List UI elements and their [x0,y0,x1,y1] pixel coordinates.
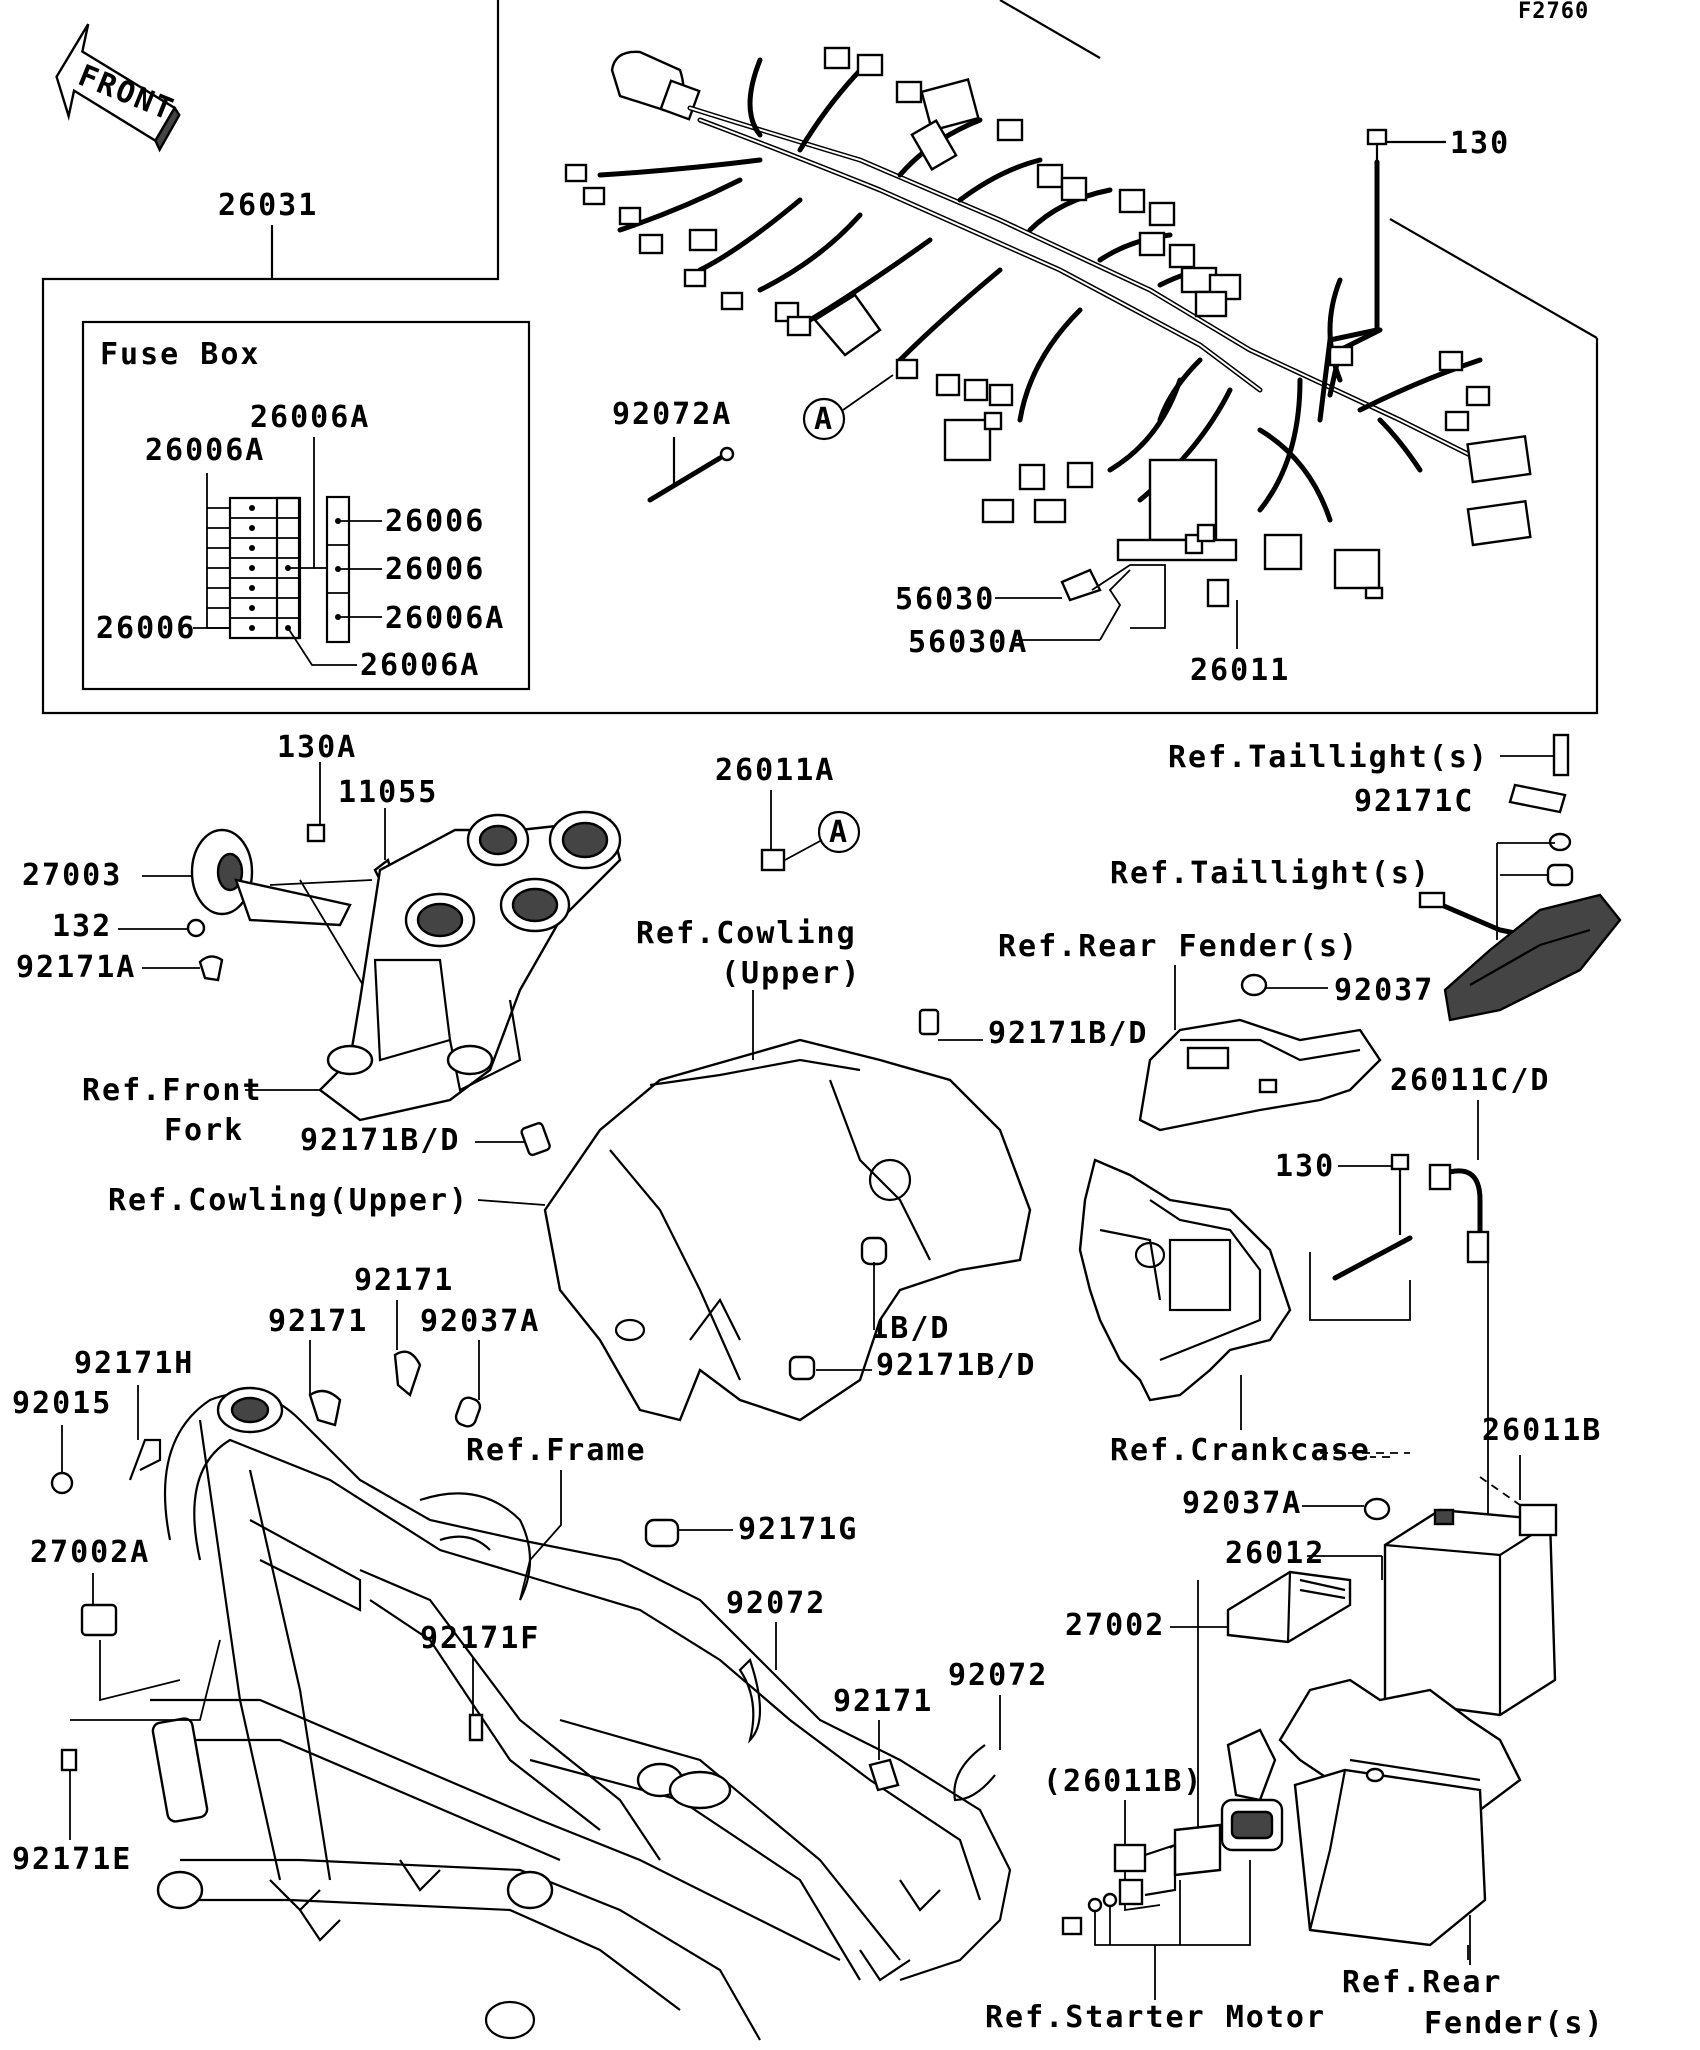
part-27003-label: 27003 [22,858,122,893]
ref-front-fork-label-2: Fork [164,1113,244,1148]
figure-code: F2760 [1518,0,1589,24]
part-11055-label: 11055 [338,775,438,810]
ref-rear-fender-top-label: Ref.Rear Fender(s) [998,929,1359,964]
part-26011B-label: 26011B [1482,1413,1602,1448]
marker-a-mid: A [817,810,861,854]
part-132-label: 132 [52,909,112,944]
frame-assembly [150,1386,1012,2041]
ref-rear-fender-bottom-label-2: Fender(s) [1424,2006,1605,2041]
fuse-26006A-label-1: 26006A [250,400,370,435]
fuse-26006A-label-bottom: 26006A [360,648,480,683]
part-92171-label-a: 92171 [354,1263,454,1298]
part-26011-label: 26011 [1190,653,1290,688]
fuse-26006A-label-2: 26006A [145,433,265,468]
part-130-top-label: 130 [1450,126,1510,161]
part-92015-label: 92015 [12,1386,112,1421]
ref-crankcase-label: Ref.Crankcase [1110,1433,1371,1468]
part-26012-label: 26012 [1225,1536,1325,1571]
part-92072-label-b: 92072 [948,1658,1048,1693]
svg-text:A: A [829,815,849,850]
leaders-fuse-relay [995,564,1238,649]
fuse-box-panel: Fuse Box [81,320,531,691]
part-92171G-label: 92171G [738,1512,858,1547]
part-130A-label: 130A [277,730,357,765]
part-92171F-label: 92171F [420,1621,540,1656]
bolt-130-top [1317,128,1446,423]
battery-tray [1226,1678,1522,1960]
part-92171A-label: 92171A [16,950,136,985]
ref-frame-label: Ref.Frame [466,1433,647,1468]
part-26011B-paren-label: (26011B) [1043,1764,1204,1799]
part-92171E-label: 92171E [12,1842,132,1877]
fuse-26006-label-r2: 26006 [385,552,485,587]
part-92072A-clip [647,437,735,503]
frame-leaders [61,1300,1001,1840]
horn-assembly [186,823,394,982]
ref-rear-fender-bottom-label-1: Ref.Rear [1342,1965,1503,2000]
ref-front-fork-label-1: Ref.Front [82,1073,263,1108]
crankcase-cover [1078,1158,1292,1402]
part-26011CD-label: 26011C/D [1390,1063,1551,1098]
part-92171-label-b: 92171 [268,1304,368,1339]
bolt-130-mid [1309,1100,1490,1515]
part-26011A [760,790,823,872]
part-92072-label-a: 92072 [726,1586,826,1621]
part-26011A-label: 26011A [715,753,835,788]
fuse-26006-label-left: 26006 [96,611,196,646]
horn-leaders [118,762,386,1091]
part-27002-label: 27002 [1065,1608,1165,1643]
fuse-26006-label-r1: 26006 [385,504,485,539]
part-92171H-label: 92171H [74,1346,194,1381]
taillight-assembly [1418,733,1622,1022]
battery [1383,1508,1557,1717]
part-92171-label-c: 92171 [833,1684,933,1719]
ref-starter-motor-label: Ref.Starter Motor [985,2000,1326,2035]
part-56030-label: 56030 [895,582,995,617]
ecu-27002 [1226,1570,1352,1644]
part-92037A-right [1302,1452,1410,1521]
ref-cowling-upper-label-1: Ref.Cowling [636,916,857,951]
frame-small-parts [50,1350,996,1802]
starter-leaders [1094,1860,1471,2000]
ref-cowling-upper-left-label: Ref.Cowling(Upper) [108,1183,469,1218]
part-92072A-label: 92072A [612,397,732,432]
part-130-mid-label: 130 [1275,1149,1335,1184]
part-26011B-connector [1479,1455,1558,1537]
marker-a-top: A [802,374,894,441]
part-92171BD-label-2: 92171B/D [300,1123,461,1158]
part-92037A-left-label: 92037A [420,1304,540,1339]
part-92171BD-label-1: 92171B/D [988,1016,1149,1051]
ref-cowling-upper-label-2: (Upper) [721,956,861,991]
part-26031-label: 26031 [218,188,318,223]
part-92171C-label: 92171C [1354,784,1474,819]
main-harness [564,46,1532,608]
svg-text:A: A [814,402,834,437]
part-92171BD-label-4: 92171B/D [876,1348,1037,1383]
front-arrow-icon: FRONT [55,23,181,153]
rear-fender-top [1138,965,1382,1132]
part-56030A-label: 56030A [908,625,1028,660]
front-fork-assembly [318,810,622,1122]
part-92037-label: 92037 [1334,973,1434,1008]
starter-relay [1061,1798,1284,1936]
ref-taillight-label-1: Ref.Taillight(s) [1168,740,1489,775]
fuse-26006A-label-r3: 26006A [385,601,505,636]
ref-taillight-label-2: Ref.Taillight(s) [1110,856,1431,891]
cowling-upper [520,1008,1032,1422]
harness-assembly-box [41,0,1599,715]
fuse-box-title: Fuse Box [100,337,261,372]
cowling-leaders [475,990,983,1371]
part-27002A-label: 27002A [30,1535,150,1570]
part-92037A-right-label: 92037A [1182,1486,1302,1521]
